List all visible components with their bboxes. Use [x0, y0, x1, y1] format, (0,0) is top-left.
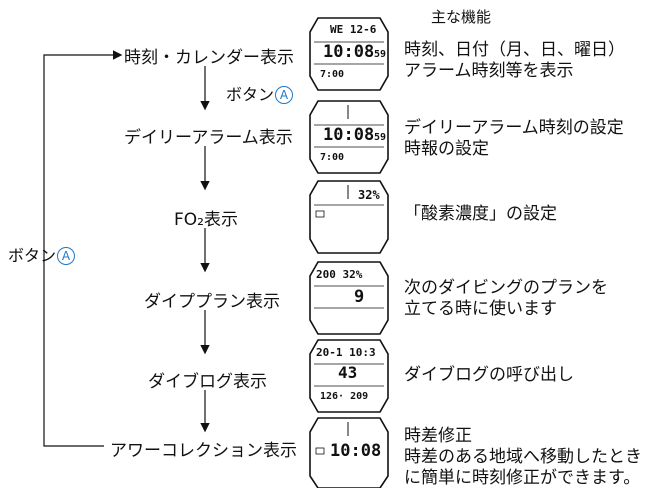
- desc-line: 次のダイビングのプランを: [404, 278, 608, 298]
- watch-main-text: 10:08: [323, 42, 374, 62]
- mode-timekeeping: 時刻・カレンダー表示: [124, 48, 294, 68]
- watch-sec-text: 59: [374, 49, 386, 60]
- watch-display-fo2: 32%: [308, 177, 390, 257]
- watch-top-text: 200 32%: [316, 268, 363, 281]
- desc-line: 時差修正: [404, 426, 472, 446]
- desc-daily-alarm: デイリーアラーム時刻の設定 時報の設定: [404, 118, 624, 160]
- button-a-symbol: A: [57, 247, 76, 265]
- desc-hour-correction: 時差修正 時差のある地域へ移動したとき に簡単に時刻修正ができます。: [404, 426, 650, 489]
- watch-sec-text: 59: [374, 132, 386, 143]
- mode-fo2: FO₂表示: [174, 210, 238, 230]
- watch-main-text: 10:08: [330, 441, 381, 461]
- mode-daily-alarm: デイリーアラーム表示: [124, 128, 293, 148]
- mode-hour-correction: アワーコレクション表示: [110, 441, 297, 461]
- mode-dive-plan: ダイププラン表示: [144, 292, 280, 312]
- button-label-text: ボタン: [8, 246, 57, 265]
- watch-main-text: 43: [338, 363, 357, 382]
- desc-line: 「酸素濃度」の設定: [404, 204, 557, 224]
- watch-main-text: 10:08: [323, 125, 374, 145]
- watch-bottom-text: 7:00: [320, 152, 344, 163]
- desc-dive-log: ダイブログの呼び出し: [404, 365, 574, 386]
- watch-display-timekeeping: WE 12-6 10:08 59 7:00: [308, 14, 390, 94]
- desc-line: デイリーアラーム時刻の設定: [404, 118, 624, 138]
- desc-line: 時刻、日付（月、日、曜日）: [404, 40, 625, 60]
- desc-fo2: 「酸素濃度」の設定: [404, 204, 557, 225]
- desc-line: アラーム時刻等を表示: [404, 61, 574, 81]
- desc-line: 時報の設定: [404, 139, 489, 159]
- button-a-symbol: A: [275, 86, 294, 104]
- watch-top-text: 32%: [358, 188, 380, 202]
- watch-display-daily-alarm: 10:08 59 7:00: [308, 97, 390, 177]
- desc-timekeeping: 時刻、日付（月、日、曜日） アラーム時刻等を表示: [404, 40, 625, 82]
- button-label-text: ボタン: [226, 85, 275, 104]
- mode-dive-log: ダイブログ表示: [148, 372, 267, 392]
- desc-line: 時差のある地域へ移動したとき: [404, 447, 642, 467]
- watch-bottom-text: 126· 209: [320, 391, 368, 402]
- desc-dive-plan: 次のダイビングのプランを 立てる時に使います: [404, 278, 608, 320]
- watch-top-text: 20-1 10:3: [316, 346, 376, 359]
- watch-display-hour-correction: 10:08: [308, 414, 390, 488]
- watch-bottom-text: 7:00: [320, 69, 344, 80]
- section-heading: 主な機能: [431, 8, 492, 26]
- desc-line: ダイブログの呼び出し: [404, 365, 574, 385]
- watch-display-dive-plan: 200 32% 9: [308, 258, 390, 338]
- watch-top-text: WE 12-6: [330, 23, 377, 36]
- watch-main-text: 9: [354, 287, 364, 307]
- loop-back-arrow: [43, 50, 123, 447]
- watch-display-dive-log: 20-1 10:3 43 126· 209: [308, 336, 390, 416]
- desc-line: に簡単に時刻修正ができます。: [404, 468, 641, 488]
- desc-line: 立てる時に使います: [404, 299, 557, 319]
